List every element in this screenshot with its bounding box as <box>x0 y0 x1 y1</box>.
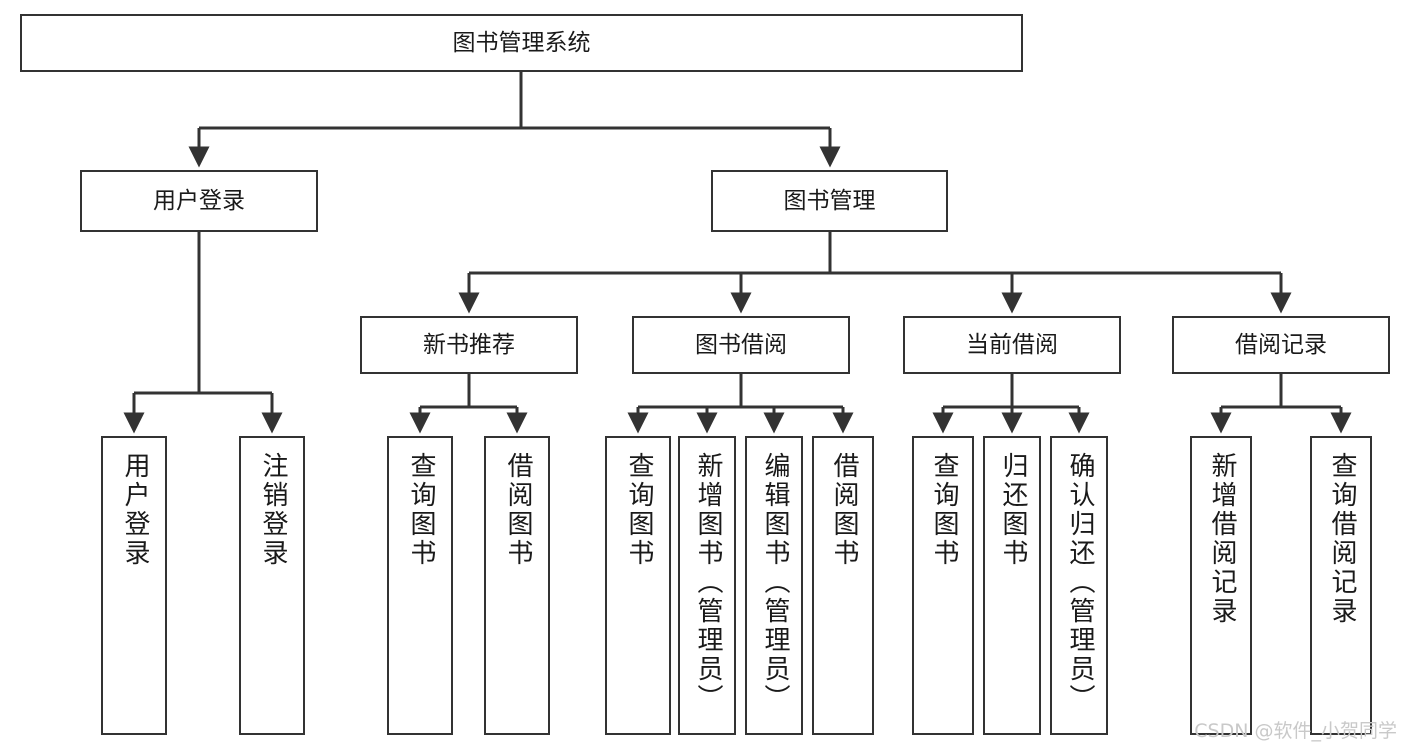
node-leaf-add-borrow-record[interactable]: 新增借阅记录 <box>1190 436 1252 735</box>
node-leaf-borrow-book[interactable]: 借阅图书 <box>812 436 874 735</box>
node-label: 新书推荐 <box>423 331 515 358</box>
node-label: 用户登录 <box>153 187 245 214</box>
node-leaf-edit-book[interactable]: 编辑图书（管理员） <box>745 436 803 735</box>
node-root-system[interactable]: 图书管理系统 <box>20 14 1023 72</box>
node-user-login[interactable]: 用户登录 <box>80 170 318 232</box>
node-label: 编辑图书（管理员） <box>759 452 790 713</box>
node-label: 查询图书 <box>623 452 654 568</box>
node-leaf-query-borrow-record[interactable]: 查询借阅记录 <box>1310 436 1372 735</box>
node-label: 归还图书 <box>997 452 1028 568</box>
node-leaf-query-book-current[interactable]: 查询图书 <box>912 436 974 735</box>
node-label: 查询图书 <box>928 452 959 568</box>
node-label: 用户登录 <box>119 452 150 568</box>
node-label: 注销登录 <box>257 452 288 568</box>
node-leaf-query-book-recommend[interactable]: 查询图书 <box>387 436 453 735</box>
node-label: 图书管理系统 <box>452 29 591 56</box>
node-label: 查询图书 <box>405 452 436 568</box>
node-label: 新增借阅记录 <box>1206 452 1237 626</box>
node-label: 查询借阅记录 <box>1326 452 1357 626</box>
node-label: 图书管理 <box>783 187 876 214</box>
node-leaf-user-login[interactable]: 用户登录 <box>101 436 167 735</box>
node-borrow-record[interactable]: 借阅记录 <box>1172 316 1390 374</box>
node-leaf-query-book-borrow[interactable]: 查询图书 <box>605 436 671 735</box>
node-label: 确认归还（管理员） <box>1064 452 1095 713</box>
node-label: 当前借阅 <box>966 331 1058 358</box>
node-book-manage[interactable]: 图书管理 <box>711 170 948 232</box>
node-leaf-add-book[interactable]: 新增图书（管理员） <box>678 436 736 735</box>
node-label: 新增图书（管理员） <box>692 452 723 713</box>
node-leaf-logout[interactable]: 注销登录 <box>239 436 305 735</box>
node-new-book-recommend[interactable]: 新书推荐 <box>360 316 578 374</box>
node-label: 借阅图书 <box>828 452 859 568</box>
node-label: 借阅图书 <box>502 452 533 568</box>
node-book-borrow[interactable]: 图书借阅 <box>632 316 850 374</box>
node-current-borrow[interactable]: 当前借阅 <box>903 316 1121 374</box>
node-label: 借阅记录 <box>1235 331 1327 358</box>
node-label: 图书借阅 <box>695 331 787 358</box>
node-leaf-return-book[interactable]: 归还图书 <box>983 436 1041 735</box>
node-leaf-borrow-book-recommend[interactable]: 借阅图书 <box>484 436 550 735</box>
node-leaf-confirm-return[interactable]: 确认归还（管理员） <box>1050 436 1108 735</box>
